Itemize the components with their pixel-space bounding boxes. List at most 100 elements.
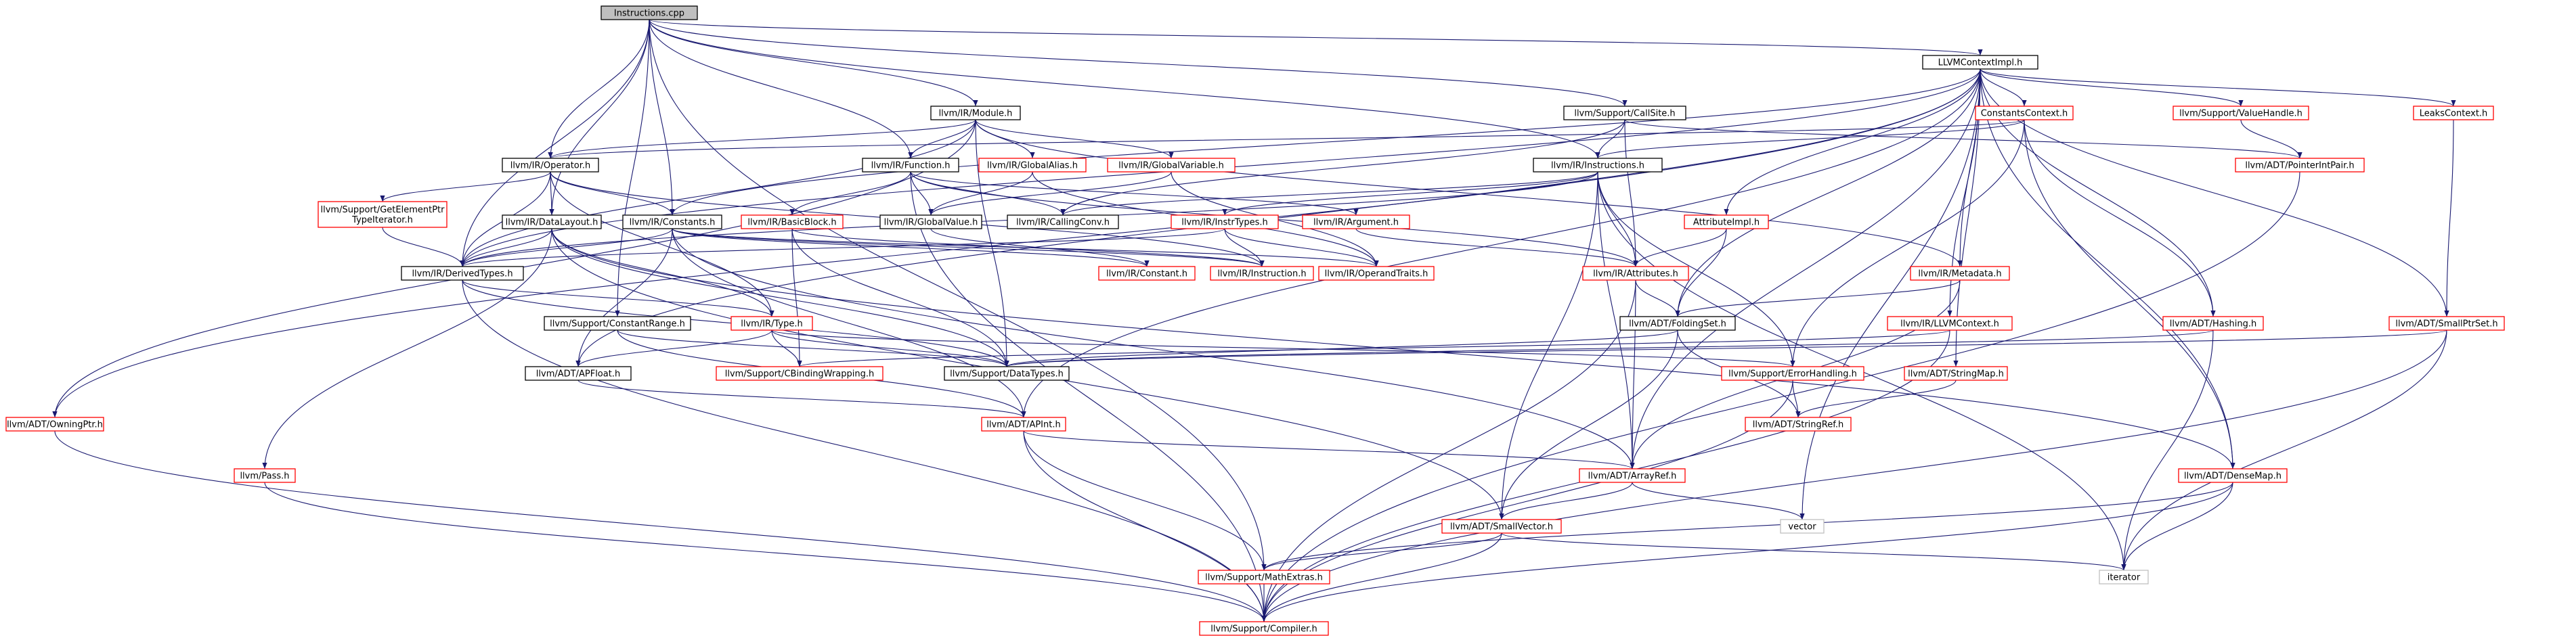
node-globalvalue[interactable]: llvm/IR/GlobalValue.h [879,214,982,229]
edge-llvmcontextimpl-to-vector [1799,68,1981,520]
node-callingconv[interactable]: llvm/IR/CallingConv.h [1007,214,1119,229]
node-function[interactable]: llvm/IR/Function.h [862,158,959,173]
node-instrtypes[interactable]: llvm/IR/InstrTypes.h [1171,214,1279,229]
edge-instrtypes-to-operandtraits [1224,228,1379,267]
node-llvmcontext[interactable]: llvm/IR/LLVMContext.h [1887,316,2013,331]
node-label: llvm/ADT/APInt.h [986,420,1060,430]
node-instructions_cpp[interactable]: Instructions.cpp [601,5,698,20]
node-metadata[interactable]: llvm/IR/Metadata.h [1910,266,2010,281]
node-errorhandling[interactable]: llvm/Support/ErrorHandling.h [1721,366,1864,381]
edge-constants_h-to-apfloat [575,228,673,367]
node-datatypes[interactable]: llvm/Support/DataTypes.h [944,366,1070,381]
node-operandtraits[interactable]: llvm/IR/OperandTraits.h [1318,266,1435,281]
node-arrayref[interactable]: llvm/ADT/ArrayRef.h [1579,468,1686,483]
node-apint[interactable]: llvm/ADT/APInt.h [981,417,1066,432]
node-attributeimpl[interactable]: AttributeImpl.h [1684,214,1769,229]
edge-instructions_cpp-to-constants_h [649,19,675,216]
node-cbindingwrapping[interactable]: llvm/Support/CBindingWrapping.h [716,366,883,381]
node-derivedtypes[interactable]: llvm/IR/DerivedTypes.h [401,266,524,281]
node-llvmcontextimpl[interactable]: LLVMContextImpl.h [1922,55,2038,70]
edge-llvmcontextimpl-to-valuehandle [1980,68,2244,107]
node-basicblock[interactable]: llvm/IR/BasicBlock.h [741,214,844,229]
node-box [2099,570,2149,584]
edge-pointerintpair-to-compiler [1261,171,2300,622]
node-box [1975,106,2074,120]
edge-apint-to-arrayref [1023,430,1635,469]
node-valuehandle[interactable]: llvm/Support/ValueHandle.h [2173,106,2309,120]
node-label-line: llvm/IR/Metadata.h [1918,269,2001,279]
node-label: llvm/IR/Operator.h [510,161,591,171]
node-apfloat[interactable]: llvm/ADT/APFloat.h [525,366,632,381]
node-box [981,417,1066,432]
node-attributes[interactable]: llvm/IR/Attributes.h [1582,266,1689,281]
node-stringref[interactable]: llvm/ADT/StringRef.h [1745,417,1852,432]
node-label: llvm/IR/Argument.h [1313,218,1399,228]
edge-constants_h-to-constant_h [672,228,1150,267]
node-label: llvm/Support/ErrorHandling.h [1728,369,1857,380]
node-iterator[interactable]: iterator [2099,570,2149,584]
edge-llvmcontextimpl-to-densemap [1980,68,2235,469]
edge-datalayout-to-pass [262,228,552,469]
node-smallptrset[interactable]: llvm/ADT/SmallPtrSet.h [2388,316,2505,331]
node-compiler[interactable]: llvm/Support/Compiler.h [1199,621,1329,636]
node-constant_h[interactable]: llvm/IR/Constant.h [1098,266,1196,281]
node-label: llvm/IR/CallingConv.h [1016,218,1110,228]
node-leakscontext[interactable]: LeaksContext.h [2413,106,2494,120]
node-label-line: llvm/ADT/FoldingSet.h [1629,319,1726,329]
node-box [862,158,959,173]
node-argument[interactable]: llvm/IR/Argument.h [1302,214,1410,229]
node-mathextras[interactable]: llvm/Support/MathExtras.h [1198,570,1330,584]
node-label: llvm/ADT/Hashing.h [2170,319,2256,329]
node-pass[interactable]: llvm/Pass.h [234,468,296,483]
node-label-line: iterator [2108,573,2141,583]
node-constantrange[interactable]: llvm/Support/ConstantRange.h [544,316,691,331]
node-vector[interactable]: vector [1780,519,1825,534]
node-instructions[interactable]: llvm/IR/Instructions.h [1533,158,1663,173]
node-box [1098,266,1196,281]
node-box [502,214,602,229]
edge-hashing-to-datatypes [1005,329,2214,367]
node-owningptr[interactable]: llvm/ADT/OwningPtr.h [5,417,104,432]
edge-globalalias-to-globalvalue [928,171,1033,216]
node-hashing[interactable]: llvm/ADT/Hashing.h [2162,316,2264,331]
node-constants_h[interactable]: llvm/IR/Constants.h [622,214,722,229]
node-globalvariable[interactable]: llvm/IR/GlobalVariable.h [1107,158,1236,173]
node-label-line: llvm/IR/Instructions.h [1551,161,1644,171]
edge-datalayout-to-datatypes [551,228,1009,367]
node-box [1582,266,1689,281]
node-box [502,158,599,173]
node-label: llvm/ADT/OwningPtr.h [7,420,103,430]
node-label-line: TypeIterator.h [351,215,413,225]
node-densemap[interactable]: llvm/ADT/DenseMap.h [2178,468,2288,483]
node-stringmap[interactable]: llvm/ADT/StringMap.h [1904,366,2008,381]
node-instruction_h[interactable]: llvm/IR/Instruction.h [1210,266,1314,281]
node-label: llvm/IR/Constants.h [630,218,716,228]
edge-owningptr-to-compiler [54,430,1267,622]
node-box [234,468,296,483]
node-datalayout[interactable]: llvm/IR/DataLayout.h [502,214,602,229]
node-label-line: llvm/IR/CallingConv.h [1016,218,1110,228]
node-smallvector[interactable]: llvm/ADT/SmallVector.h [1441,519,1562,534]
node-type_h[interactable]: llvm/IR/Type.h [730,316,813,331]
node-label: llvm/Support/MathExtras.h [1205,573,1323,583]
node-label-line: llvm/IR/DataLayout.h [506,218,598,228]
node-constantscontext[interactable]: ConstantsContext.h [1975,106,2074,120]
edge-attributes-to-compiler [1261,279,1636,622]
edge-gep_iterator-to-derivedtypes [382,227,465,267]
node-label: llvm/ADT/ArrayRef.h [1588,472,1677,482]
node-foldingset[interactable]: llvm/ADT/FoldingSet.h [1619,316,1736,331]
node-label: Instructions.cpp [614,9,684,19]
node-pointerintpair[interactable]: llvm/ADT/PointerIntPair.h [2235,158,2365,173]
edge-argument-to-attributes [1355,228,1638,267]
node-label-line: llvm/IR/LLVMContext.h [1900,319,1999,329]
node-globalalias[interactable]: llvm/IR/GlobalAlias.h [978,158,1087,173]
node-operator[interactable]: llvm/IR/Operator.h [502,158,599,173]
node-module[interactable]: llvm/IR/Module.h [930,106,1021,120]
edge-instructions_cpp-to-callsite [649,19,1628,107]
node-callsite[interactable]: llvm/Support/CallSite.h [1563,106,1686,120]
node-label-line: llvm/IR/GlobalAlias.h [987,161,1078,171]
edge-module-to-operator [548,119,976,159]
edge-constants_h-to-arrayref [672,228,1635,469]
